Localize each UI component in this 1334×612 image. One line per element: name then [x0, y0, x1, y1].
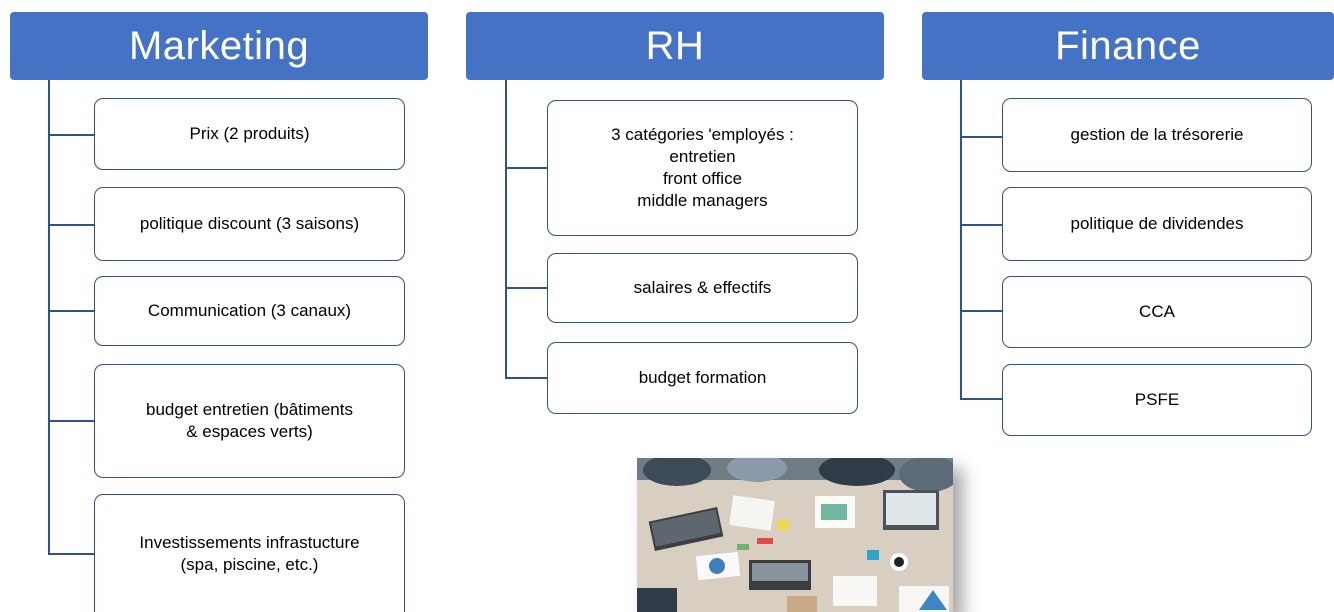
connector-finance-vertical — [960, 80, 962, 400]
connector-rh-3 — [505, 377, 547, 379]
finance-item-tresorerie-line-1: gestion de la trésorerie — [1070, 125, 1244, 144]
finance-item-psfe-line-1: PSFE — [1134, 390, 1180, 409]
header-finance: Finance — [922, 12, 1334, 80]
team-meeting-desk-photo-icon — [637, 458, 953, 612]
rh-item-categories: 3 catégories 'employés : entretien front… — [547, 100, 858, 236]
team-meeting-photo — [637, 458, 953, 612]
connector-finance-3 — [960, 310, 1002, 312]
marketing-item-entretien-line-2: & espaces verts) — [186, 422, 313, 441]
marketing-item-entretien-line-1: budget entretien (bâtiments — [146, 400, 353, 419]
connector-marketing-4 — [48, 420, 94, 422]
header-rh: RH — [466, 12, 884, 80]
marketing-item-communication-line-1: Communication (3 canaux) — [147, 301, 352, 320]
rh-item-categories-line-2: entretien — [669, 147, 736, 166]
header-rh-title: RH — [645, 23, 705, 68]
marketing-item-entretien: budget entretien (bâtiments & espaces ve… — [94, 364, 405, 478]
connector-marketing-1 — [48, 134, 94, 136]
connector-marketing-vertical — [48, 80, 50, 554]
marketing-item-investissements-line-2: (spa, piscine, etc.) — [180, 554, 319, 574]
connector-rh-vertical — [505, 80, 507, 379]
finance-item-dividendes-line-1: politique de dividendes — [1070, 214, 1244, 233]
connector-finance-4 — [960, 398, 1002, 400]
connector-rh-2 — [505, 287, 547, 289]
marketing-item-prix-line-1: Prix (2 produits) — [189, 124, 310, 143]
rh-item-categories-line-3: front office — [662, 169, 743, 188]
finance-item-dividendes: politique de dividendes — [1002, 187, 1312, 261]
rh-item-salaires-line-1: salaires & effectifs — [633, 278, 772, 297]
connector-rh-1 — [505, 167, 547, 169]
marketing-item-prix: Prix (2 produits) — [94, 98, 405, 170]
rh-item-formation: budget formation — [547, 342, 858, 414]
rh-item-formation-line-1: budget formation — [638, 368, 767, 387]
finance-item-psfe: PSFE — [1002, 364, 1312, 436]
connector-marketing-3 — [48, 310, 94, 312]
finance-item-cca: CCA — [1002, 276, 1312, 348]
header-marketing: Marketing — [10, 12, 428, 80]
finance-item-tresorerie: gestion de la trésorerie — [1002, 98, 1312, 172]
header-marketing-title: Marketing — [128, 23, 310, 68]
connector-marketing-2 — [48, 224, 94, 226]
marketing-item-investissements-line-1: Investissements infrastucture — [139, 532, 360, 552]
connector-marketing-5 — [48, 553, 94, 555]
marketing-item-discount-line-1: politique discount (3 saisons) — [139, 214, 360, 233]
rh-item-categories-line-1: 3 catégories 'employés : — [611, 125, 794, 144]
marketing-item-investissements: Investissements infrastucture (spa, pisc… — [94, 494, 405, 612]
header-finance-title: Finance — [1055, 23, 1201, 68]
connector-finance-2 — [960, 224, 1002, 226]
finance-item-cca-line-1: CCA — [1139, 302, 1175, 321]
marketing-item-communication: Communication (3 canaux) — [94, 276, 405, 346]
marketing-item-discount: politique discount (3 saisons) — [94, 187, 405, 261]
connector-finance-1 — [960, 136, 1002, 138]
rh-item-salaires: salaires & effectifs — [547, 253, 858, 323]
rh-item-categories-line-4: middle managers — [637, 191, 768, 210]
